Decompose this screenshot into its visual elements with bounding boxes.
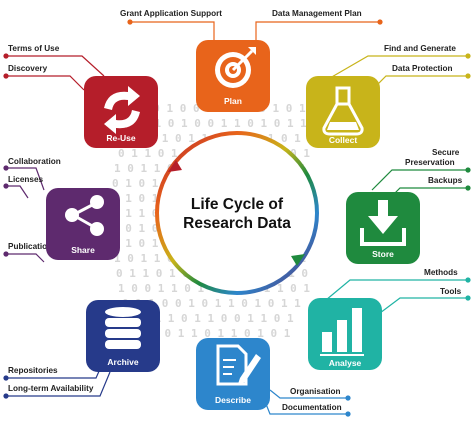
cycle-ring xyxy=(155,131,319,295)
target-arrow-icon xyxy=(215,47,256,88)
label-organisation: Organisation xyxy=(290,387,341,396)
label-documentation: Documentation xyxy=(282,403,342,412)
label-data-protection: Data Protection xyxy=(392,64,453,73)
stage-collect-label: Collect xyxy=(329,135,358,145)
label-repositories: Repositories xyxy=(8,366,58,375)
cycle-arrow-bottom-icon xyxy=(291,254,305,266)
cycle-arrow-top-icon xyxy=(168,160,182,172)
label-methods: Methods xyxy=(424,268,458,277)
label-licenses: Licenses xyxy=(8,175,43,184)
analyse-connectors xyxy=(325,277,471,317)
stage-store: Store xyxy=(346,192,420,264)
label-secure-line1: Secure xyxy=(432,148,460,157)
svg-text:0 1 0 1 1 0 1 1 0 1 0 1: 0 1 0 1 1 0 1 1 0 1 0 1 xyxy=(138,327,291,340)
store-connectors xyxy=(371,167,471,197)
stage-share: Share xyxy=(46,188,120,260)
stage-archive: Archive xyxy=(86,300,160,372)
stage-reuse: Re-Use xyxy=(84,76,158,148)
bar-chart-icon xyxy=(320,308,364,356)
stage-analyse-label: Analyse xyxy=(329,358,362,368)
label-tools: Tools xyxy=(440,287,462,296)
reuse-connectors xyxy=(3,53,105,91)
stage-describe: Describe xyxy=(196,338,270,410)
label-discovery: Discovery xyxy=(8,64,48,73)
svg-text:0 1 1 0 0 1 0 1 1 0 1 0 1 1: 0 1 1 0 0 1 0 1 1 0 1 0 1 1 xyxy=(122,297,301,310)
document-pen-icon xyxy=(216,344,261,386)
database-icon xyxy=(105,307,141,349)
label-backups: Backups xyxy=(428,176,463,185)
stage-analyse: Analyse xyxy=(308,298,382,370)
stage-store-label: Store xyxy=(372,249,394,259)
stage-archive-label: Archive xyxy=(107,357,138,367)
stage-reuse-label: Re-Use xyxy=(106,133,136,143)
label-secure-line2: Preservation xyxy=(405,158,455,167)
stage-plan-label: Plan xyxy=(224,96,242,106)
recycle-arrows-icon xyxy=(104,86,140,134)
stage-collect: Collect xyxy=(306,76,380,148)
label-publication: Publication xyxy=(8,242,52,251)
plan-connectors xyxy=(127,19,383,44)
center-title-line1: Life Cycle of xyxy=(191,196,284,213)
flask-icon xyxy=(322,86,364,136)
stage-plan: Plan xyxy=(196,40,270,112)
describe-connectors xyxy=(265,389,351,417)
center-title-line2: Research Data xyxy=(183,215,291,232)
svg-text:0 1 1 0 1 0 0 1 1 0 1 0 1 1: 0 1 1 0 1 0 0 1 1 0 1 0 1 1 xyxy=(128,117,307,130)
label-long-term-availability: Long-term Availability xyxy=(8,384,94,393)
download-tray-icon xyxy=(360,200,406,246)
label-collaboration: Collaboration xyxy=(8,157,61,166)
svg-text:1 0 1 1 0 1 1 0 0 1 1 0 1: 1 0 1 1 0 1 1 0 0 1 1 0 1 xyxy=(128,312,294,325)
label-data-management-plan: Data Management Plan xyxy=(272,9,362,18)
label-grant-application-support: Grant Application Support xyxy=(120,9,222,18)
label-terms-of-use: Terms of Use xyxy=(8,44,60,53)
stage-describe-label: Describe xyxy=(215,395,251,405)
share-connectors xyxy=(3,165,45,263)
stage-share-label: Share xyxy=(71,245,95,255)
label-find-and-generate: Find and Generate xyxy=(384,44,456,53)
share-icon xyxy=(65,195,104,236)
